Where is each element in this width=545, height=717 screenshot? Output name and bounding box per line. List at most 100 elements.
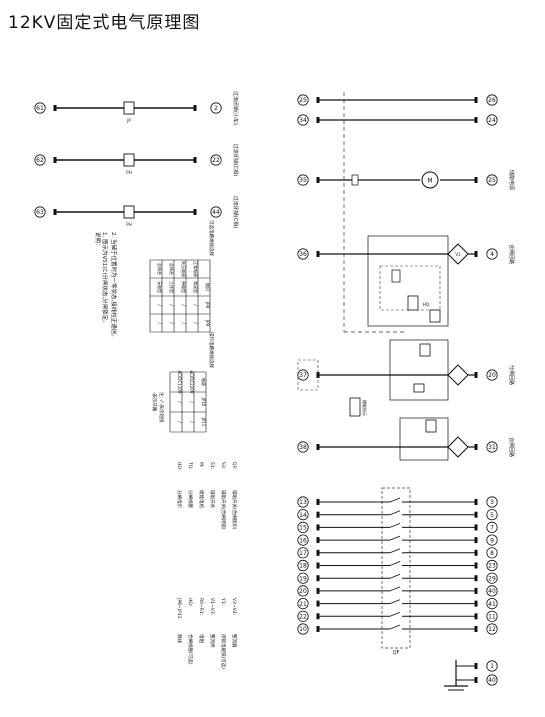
resistor [429, 309, 441, 323]
legend-code: HQ: [187, 598, 193, 606]
terminal-block [193, 209, 197, 215]
right-terminal-0-label: 2 [214, 105, 218, 112]
table-b-cell: / [177, 401, 182, 403]
right-row-left-0-circle [297, 94, 309, 106]
closing-frame [367, 235, 449, 327]
storage-label: 储能指示 [362, 400, 368, 416]
bridge-label: V1 [455, 252, 461, 257]
aux-row-left-1-circle [297, 509, 309, 521]
terminal-block [474, 549, 478, 556]
closing-coil [407, 295, 419, 311]
notes-line: 2. 当储于位置时为一零状态,接线柱正通信。 [110, 232, 118, 340]
right-row-right-4-circle [486, 369, 498, 381]
aux-contact [389, 497, 401, 503]
bridge-rectifier [447, 364, 469, 386]
relay-contact [391, 269, 401, 283]
aux-row-left-0-circle [297, 496, 309, 508]
legend-text: 分闸线圈 [187, 490, 194, 508]
contact-label: PH [126, 222, 131, 227]
right-row-left-2-circle [297, 174, 309, 186]
terminal-block [474, 575, 478, 582]
aux-row-right-3-circle [486, 534, 498, 546]
legend-code: V2~V4: [231, 598, 237, 615]
terminal-block [474, 499, 478, 505]
aux-row-right-10-circle [486, 623, 498, 635]
legend-text: 分闸指示 [176, 490, 183, 508]
right-row-right-3-label: 4 [490, 251, 494, 258]
page-title: 12KV固定式电气原理图 [8, 13, 201, 33]
legend-code: Y1: [220, 597, 226, 605]
left-terminal-1-label: 62 [36, 157, 44, 164]
table-a-cell: / [193, 322, 198, 324]
aux-contact [389, 535, 401, 541]
table-a-cell: / [193, 304, 198, 306]
right-row-left-5-circle [297, 441, 309, 453]
contact-box [123, 205, 135, 219]
aux-row-right-8-label: 41 [488, 601, 496, 608]
table-a-cell: 常闭型 [193, 281, 199, 293]
legend-text: 跳线 [176, 634, 183, 643]
right-row-right-5-label: 31 [488, 444, 496, 451]
aux-row-left-5-circle [297, 559, 309, 572]
aux-row-right-0-circle [486, 496, 498, 508]
row-caption: 合闸回路 [508, 244, 515, 264]
circuit-caption: 过流闭锁(小车) [232, 91, 239, 125]
table-b-cell: / [189, 421, 194, 423]
closing-coil-2 [425, 419, 437, 433]
contact-label: PH [126, 170, 131, 175]
legend-code: HD: [176, 462, 182, 470]
right-row-right-1-circle [486, 114, 498, 126]
right-row-right-1-label: 24 [488, 117, 496, 124]
table-a-cell: 无电型 [157, 281, 163, 293]
aux-row-left-10-label: 10 [299, 626, 307, 633]
aux-row-right-6-circle [486, 572, 498, 584]
table-a-cell: 总线合 [157, 263, 163, 275]
right-terminal-0-circle [210, 102, 222, 114]
terminal-block [193, 157, 197, 163]
aux-row-left-2-circle [297, 521, 309, 534]
contact-label: JP [126, 118, 131, 123]
aux-row-left-3-circle [297, 534, 309, 546]
table-b-footnote: 注：·/'-表示短接 [158, 392, 165, 423]
aux-contact [389, 624, 401, 630]
table-a-cell: / [169, 304, 174, 306]
legend-code: S1: [209, 462, 215, 469]
legend-text: 储能电机 [198, 490, 205, 508]
right-row-left-3-circle [297, 248, 309, 260]
terminal-block [193, 105, 197, 111]
right-row-left-3-label: 36 [299, 251, 307, 258]
aux-row-right-2-circle [486, 521, 498, 534]
legend-text: 辅助开关(合闸锁扣) [231, 490, 238, 530]
table-a-cell: JP9 [205, 319, 210, 327]
aux-contact [389, 523, 401, 528]
aux-row-right-5-circle [486, 559, 498, 572]
aux-switch-frame [381, 487, 411, 649]
ground-row-1-circle [486, 674, 498, 686]
aux-row-left-7-circle [297, 585, 309, 597]
aux-row-left-3-label: 16 [299, 537, 307, 544]
legend-code: R0~R1: [198, 598, 204, 615]
bridge-rectifier [447, 436, 469, 458]
legend-code: S3: [220, 462, 226, 469]
circuit-caption: 过流闭锁(C相) [232, 144, 239, 176]
right-terminal-2-circle [210, 206, 222, 218]
table-a-cell: 总线合 [169, 263, 175, 275]
terminal-block [474, 562, 478, 569]
aux-row-left-7-label: 20 [299, 588, 307, 595]
aux-row-left-8-label: 21 [299, 601, 307, 608]
right-terminal-1-circle [210, 154, 222, 166]
legend-text: 闭锁电磁铁(可选) [220, 634, 227, 669]
storage-indicator [349, 397, 361, 417]
right-row-left-2-label: 35 [299, 177, 307, 184]
table-b-cell: AC/DC110V [177, 370, 182, 393]
table-a-cell: / [157, 322, 162, 324]
ground-row-0-label: 1 [490, 663, 494, 670]
terminal-block [474, 613, 478, 620]
legend-text: 整流器 [231, 634, 238, 648]
right-row-left-1-label: 34 [299, 117, 307, 124]
aux-contact [389, 561, 401, 566]
legend-code: V1~V3: [209, 598, 215, 615]
legend-code: JP8~JP11 [176, 597, 182, 619]
